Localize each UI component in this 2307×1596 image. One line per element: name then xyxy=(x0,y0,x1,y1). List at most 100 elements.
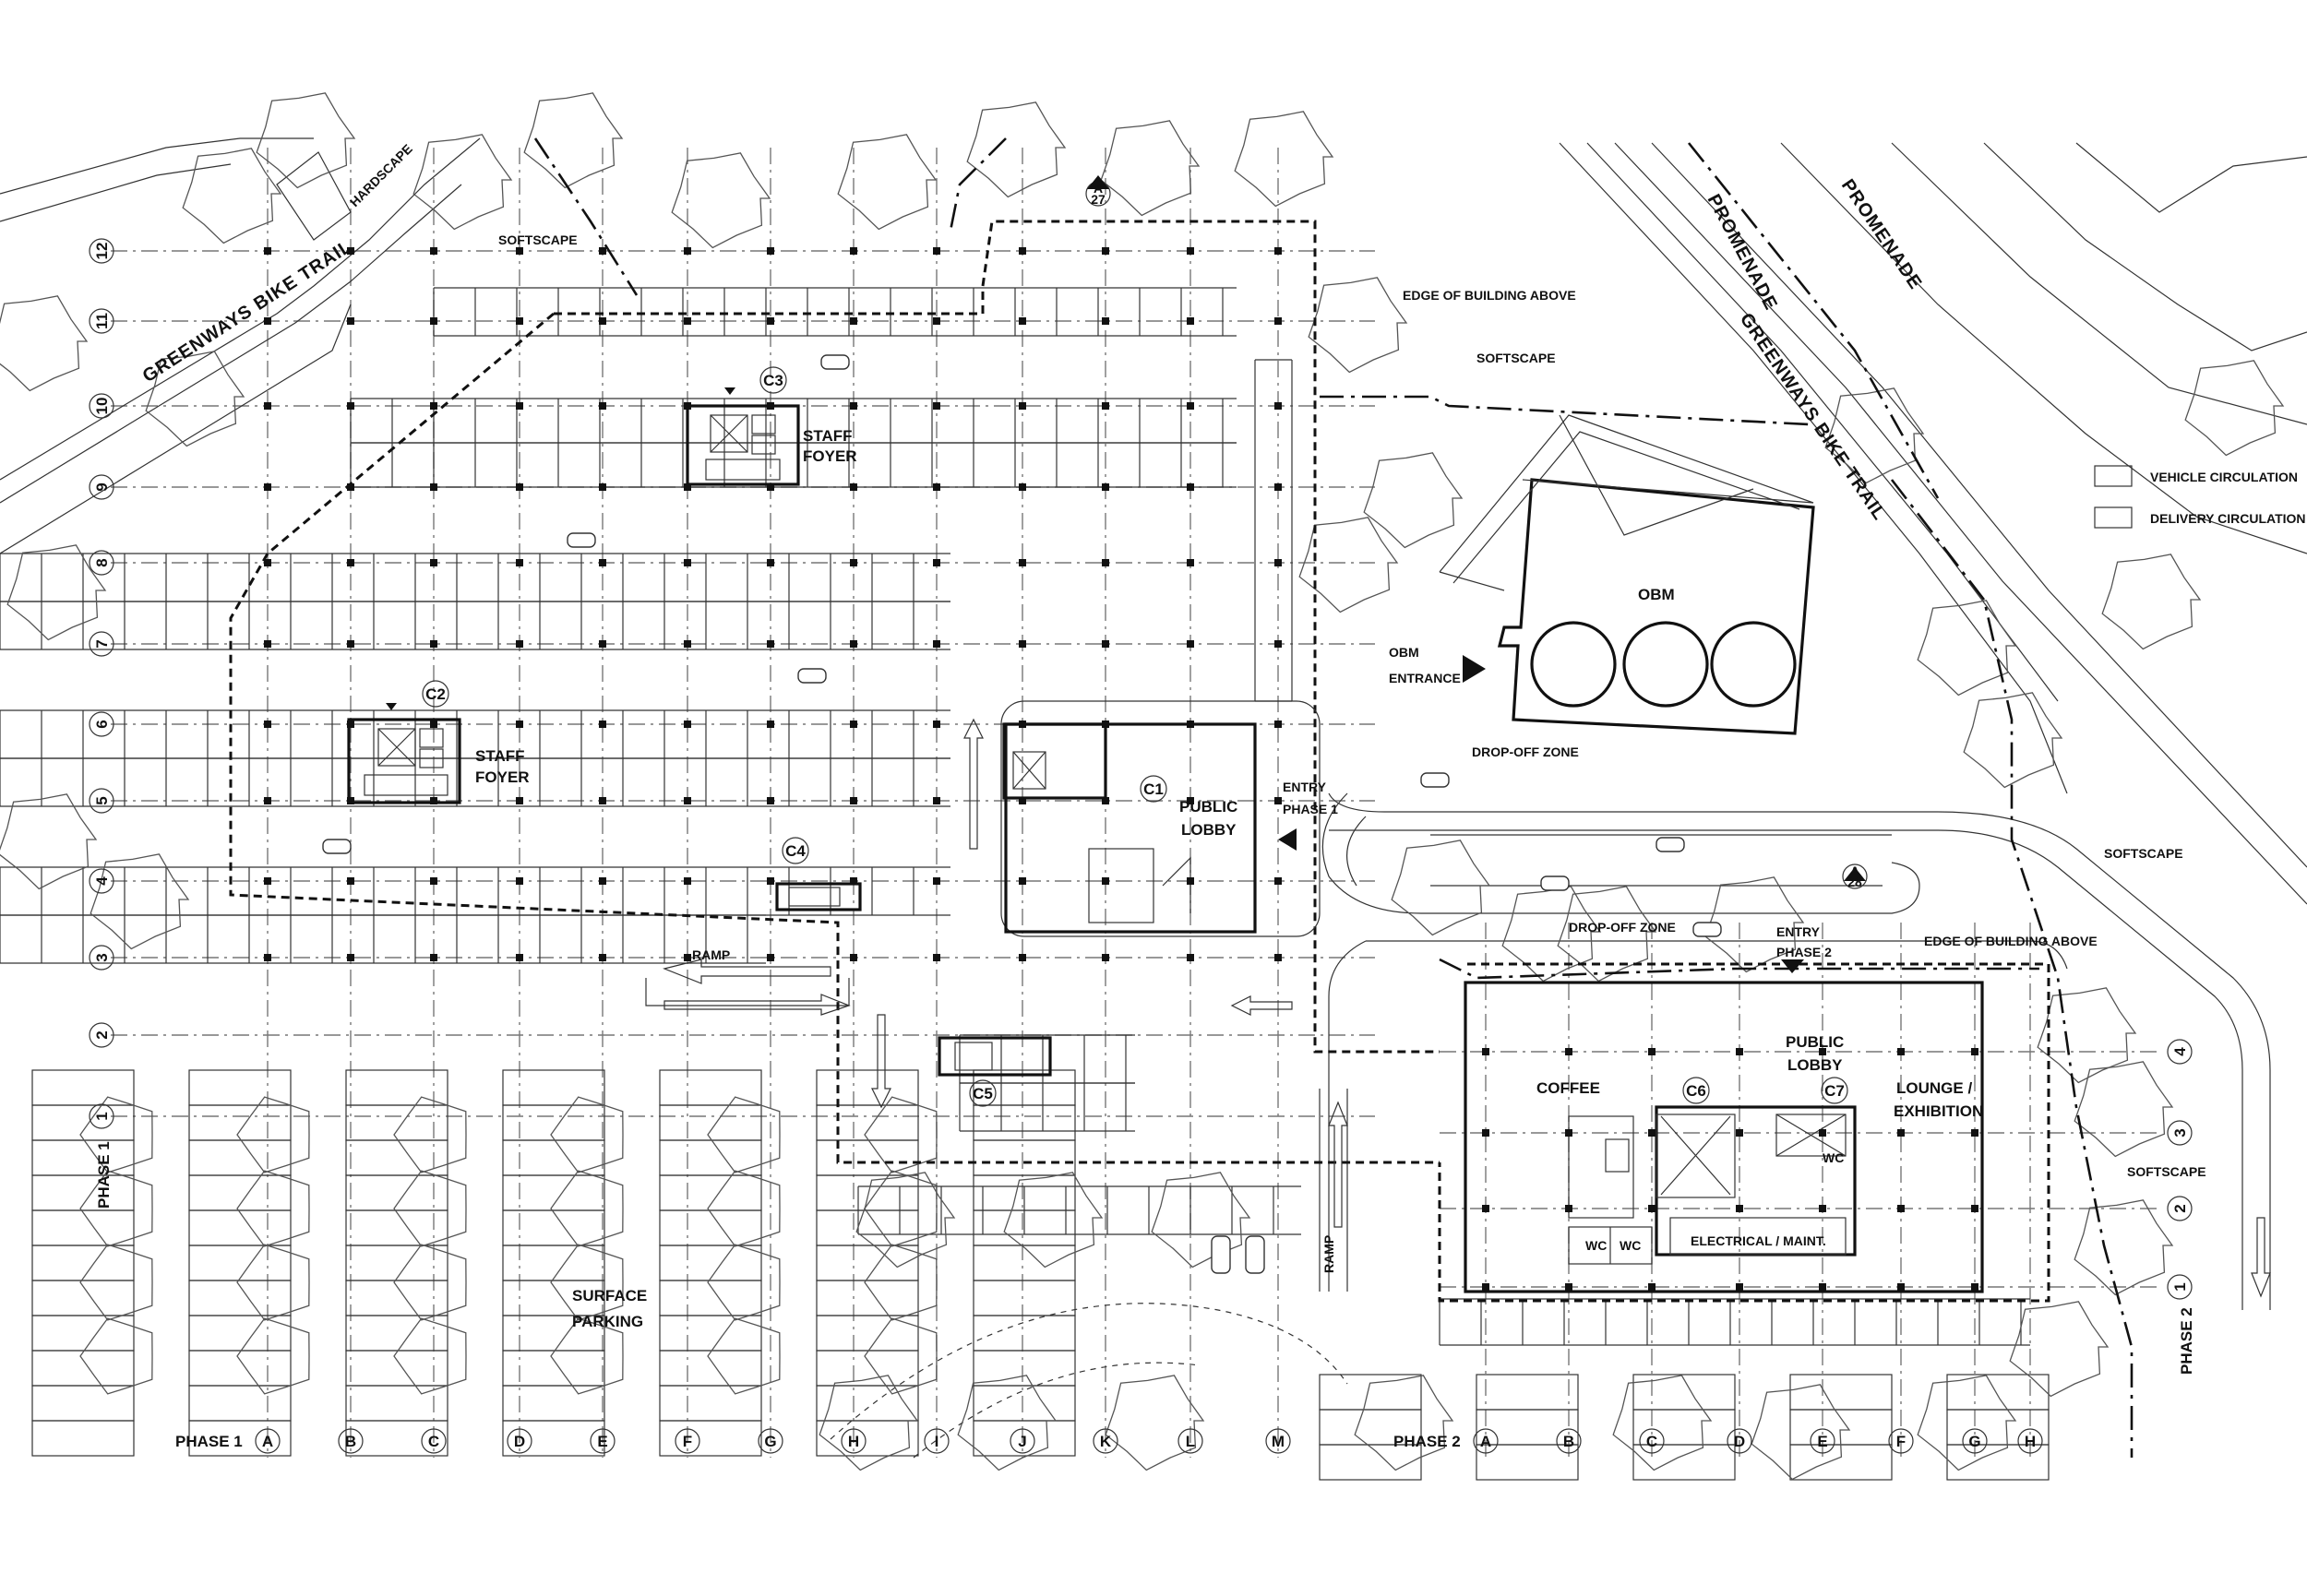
column xyxy=(347,559,354,566)
grid-bubble-circle xyxy=(924,1428,950,1454)
staff-foyer-c3-label-2: FOYER xyxy=(803,447,857,465)
column xyxy=(1274,797,1282,804)
grid-bubble-phase2-col: D xyxy=(1734,1433,1745,1450)
surface-stall xyxy=(973,1104,1076,1141)
obm-entrance-label-2: ENTRANCE xyxy=(1389,671,1461,685)
grid-bubble-circle xyxy=(89,1022,114,1048)
surface-stall xyxy=(1319,1444,1422,1481)
column xyxy=(933,877,940,885)
surface-stall xyxy=(1319,1374,1422,1411)
tree xyxy=(707,1096,781,1173)
column xyxy=(850,877,857,885)
tree xyxy=(236,1317,310,1395)
surface-stall xyxy=(345,1350,448,1387)
column xyxy=(684,559,691,566)
column xyxy=(1736,1205,1743,1212)
softscape-right-label: SOFTSCAPE xyxy=(2104,846,2183,861)
tree xyxy=(1963,692,2063,789)
column xyxy=(516,640,523,648)
column xyxy=(516,317,523,325)
column xyxy=(684,797,691,804)
column xyxy=(1187,402,1194,410)
surface-stall xyxy=(816,1350,919,1387)
column xyxy=(1971,1205,1978,1212)
tree xyxy=(523,92,624,189)
column xyxy=(430,247,437,255)
surface-stall xyxy=(816,1245,919,1281)
grid-bubble-phase1-row: 1 xyxy=(93,1112,111,1120)
obm-tank-1 xyxy=(1530,621,1617,708)
core-c5 xyxy=(938,1036,1052,1077)
surface-stall xyxy=(345,1104,448,1141)
tree xyxy=(256,92,356,189)
grid-bubble-circle xyxy=(89,631,114,657)
column xyxy=(347,317,354,325)
column xyxy=(1187,559,1194,566)
column xyxy=(1274,721,1282,728)
surface-stall xyxy=(659,1245,762,1281)
column xyxy=(1736,1048,1743,1055)
column xyxy=(1102,954,1109,961)
legend-delivery-circulation: DELIVERY CIRCULATION xyxy=(2150,511,2306,526)
column xyxy=(1102,877,1109,885)
tree xyxy=(550,1170,624,1247)
grid-bubble-circle xyxy=(89,1103,114,1129)
column xyxy=(347,640,354,648)
column xyxy=(430,721,437,728)
grid-bubble-circle xyxy=(841,1428,867,1454)
surface-parking-label-1: SURFACE xyxy=(572,1287,647,1304)
column xyxy=(850,483,857,491)
surface-stall xyxy=(31,1139,135,1176)
column xyxy=(1819,1205,1826,1212)
tree xyxy=(707,1170,781,1247)
column xyxy=(767,483,774,491)
surface-stall xyxy=(973,1420,1076,1457)
column xyxy=(1971,1129,1978,1137)
grid-bubble-circle xyxy=(338,1428,364,1454)
column xyxy=(850,640,857,648)
grid-bubble-phase1-col: D xyxy=(514,1433,525,1450)
grid-bubble-phase2-col: E xyxy=(1817,1433,1827,1450)
grid-bubble-circle xyxy=(1962,1428,1988,1454)
column xyxy=(1274,317,1282,325)
grid-bubble-circle xyxy=(1556,1428,1582,1454)
grid-bubble-phase1-col: E xyxy=(597,1433,607,1450)
column xyxy=(1274,559,1282,566)
grid-bubble-circle xyxy=(1888,1428,1914,1454)
tree xyxy=(1612,1375,1713,1471)
core-c4 xyxy=(775,882,862,911)
column xyxy=(264,247,271,255)
edge-building-1-label: EDGE OF BUILDING ABOVE xyxy=(1403,288,1576,303)
ramp-1-label: RAMP xyxy=(692,947,730,962)
column xyxy=(516,247,523,255)
grid-bubble-circle xyxy=(89,945,114,971)
section-marker-a28: A 28 xyxy=(1842,864,1868,889)
tree xyxy=(957,1375,1058,1471)
grid-bubble-phase1-row: 10 xyxy=(93,398,111,415)
column xyxy=(1565,1129,1572,1137)
lounge-label-2: EXHIBITION xyxy=(1894,1102,1983,1120)
core-c2 xyxy=(347,703,461,804)
column xyxy=(516,483,523,491)
tree xyxy=(837,134,938,231)
tree xyxy=(6,544,107,641)
column xyxy=(767,954,774,961)
surface-stall xyxy=(188,1245,292,1281)
grid-bubble-phase2-col: H xyxy=(2025,1433,2036,1450)
column xyxy=(516,954,523,961)
column xyxy=(430,954,437,961)
tree xyxy=(1298,517,1399,613)
vehicle-circulation-swatch xyxy=(2094,465,2133,487)
core-c4-bubble: C4 xyxy=(785,842,806,860)
column xyxy=(1019,483,1026,491)
tree xyxy=(79,1317,153,1395)
surface-stall xyxy=(659,1315,762,1352)
tree xyxy=(864,1244,938,1321)
surface-stall xyxy=(345,1209,448,1246)
grid-bubble-circle xyxy=(89,393,114,419)
surface-stall xyxy=(659,1104,762,1141)
entry-phase2-label-1: ENTRY xyxy=(1776,924,1821,939)
tree xyxy=(1105,1375,1205,1471)
greenways-left-label: GREENWAYS BIKE TRAIL xyxy=(139,236,356,387)
